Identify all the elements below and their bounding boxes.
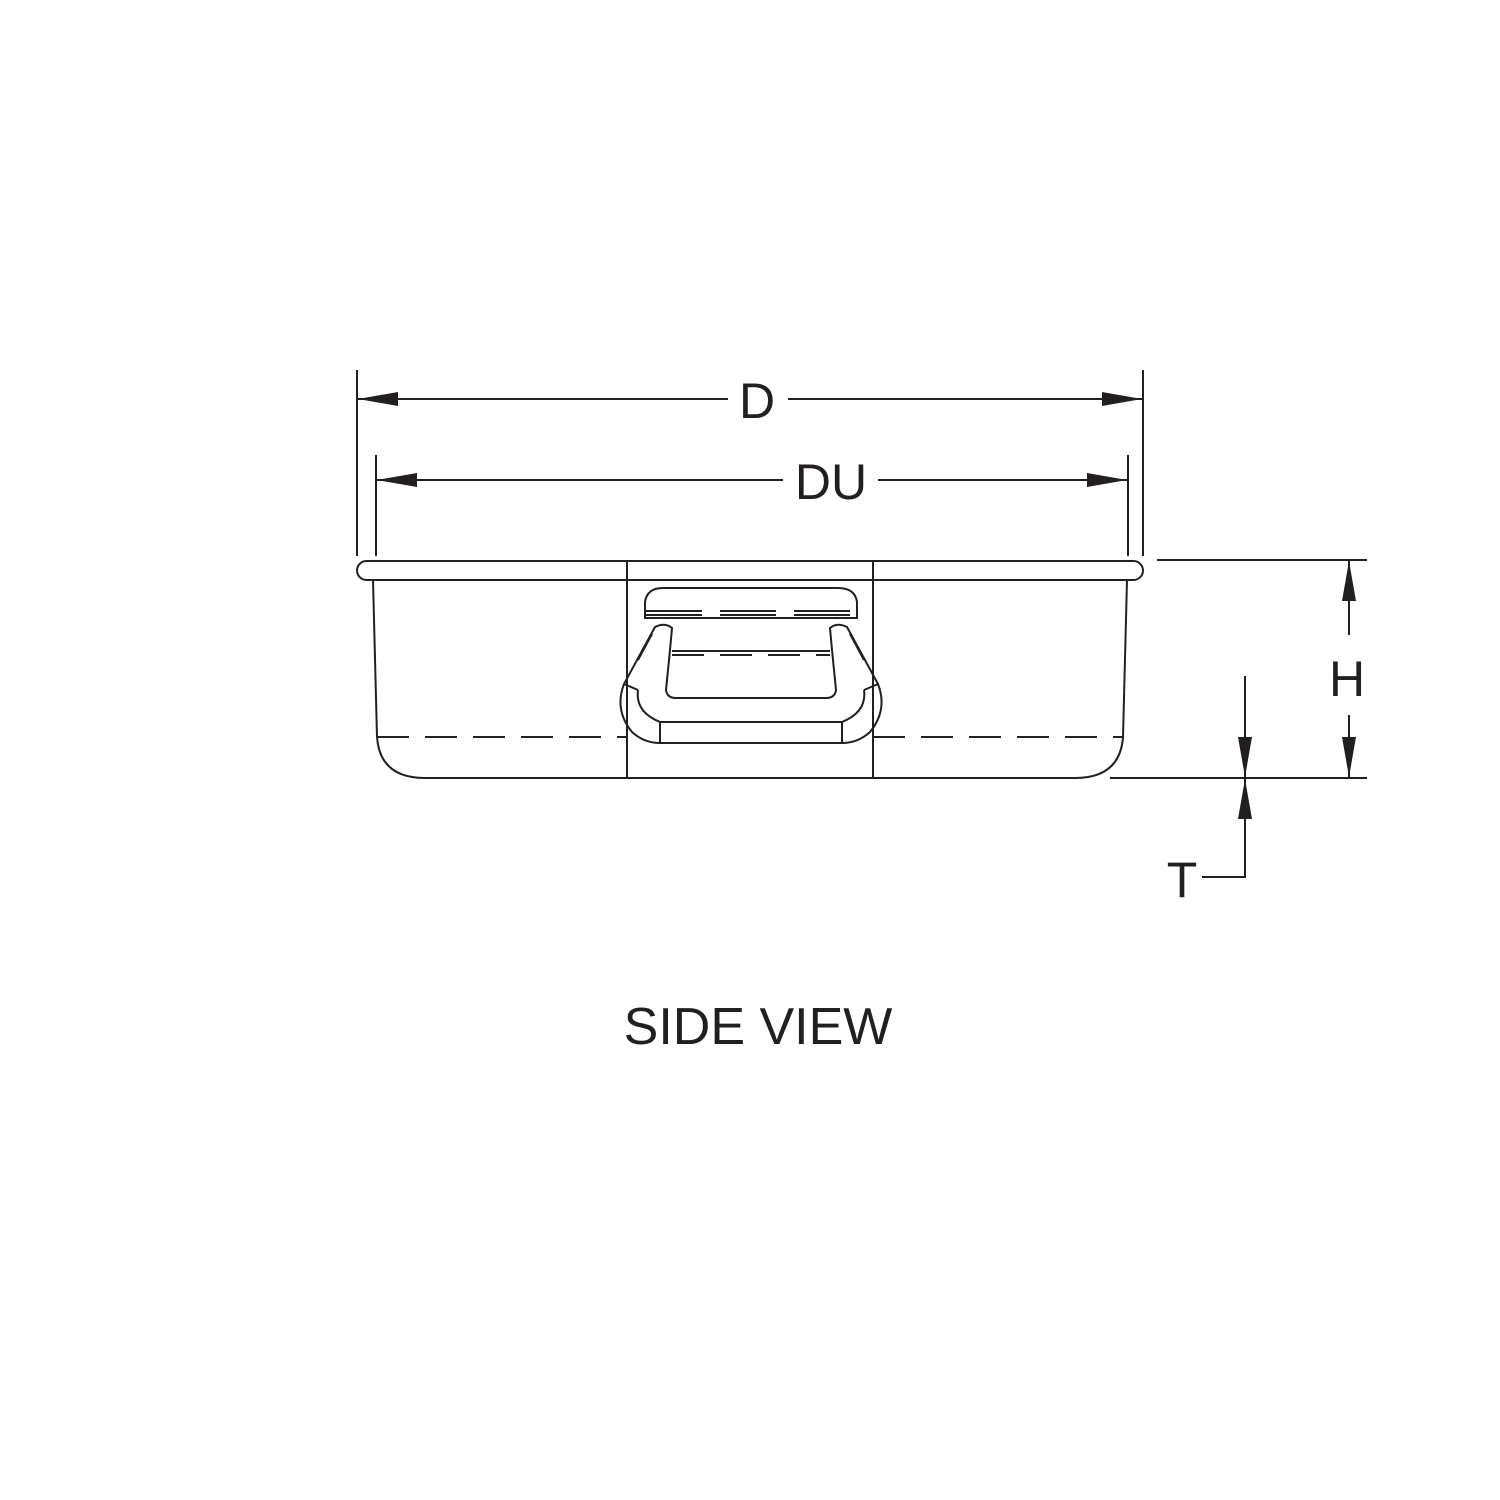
dimension-t: T [1167, 676, 1252, 908]
view-title: SIDE VIEW [624, 998, 893, 1056]
label-d: D [739, 373, 775, 429]
pan-body [356, 560, 1144, 779]
pan-rim [356, 560, 1144, 581]
dimension-du: DU [375, 454, 1129, 556]
handle [619, 587, 883, 744]
label-t: T [1167, 852, 1198, 908]
dimension-h: H [1110, 559, 1367, 779]
label-h: H [1329, 651, 1365, 707]
dimension-d: D [356, 370, 1144, 556]
label-du: DU [795, 454, 867, 510]
